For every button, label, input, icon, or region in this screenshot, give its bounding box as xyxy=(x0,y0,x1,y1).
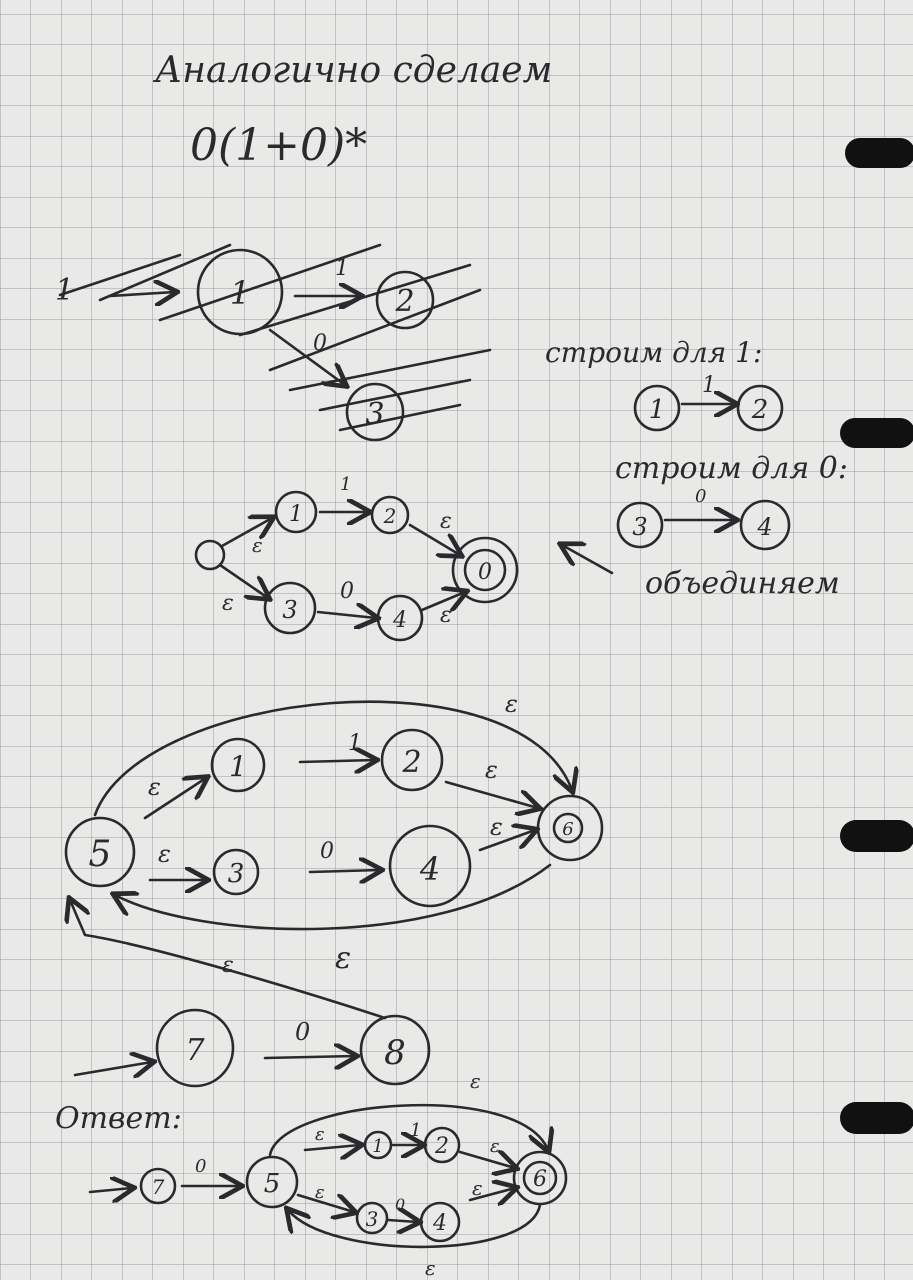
state-label: 1 xyxy=(289,502,303,527)
edge-label: 0 xyxy=(395,1195,405,1214)
edge-label: 1 xyxy=(348,731,362,756)
edge-label: 0 xyxy=(695,486,706,507)
edge-label: ε xyxy=(425,1256,436,1280)
state-label: 5 xyxy=(264,1169,281,1199)
edge-label: ε xyxy=(505,690,518,718)
state-label: 1 xyxy=(372,1136,383,1157)
regex-expression: 0(1+0)* xyxy=(190,120,367,171)
state-label: 3 xyxy=(228,859,245,889)
state-label: 3 xyxy=(282,596,297,624)
edge-label: 0 xyxy=(295,1018,310,1046)
state-circle xyxy=(345,382,405,442)
state-label: 3 xyxy=(366,1207,379,1231)
edge-label: ε xyxy=(440,509,452,534)
edge-label: ε xyxy=(470,1069,481,1093)
state-label: 2 xyxy=(394,284,414,319)
combine-caption: объединяем xyxy=(645,566,840,601)
build-for-0: строим для 0: 3 0 4 xyxy=(615,451,848,551)
state-label: 0 xyxy=(478,560,492,585)
state-label: 3 xyxy=(365,397,384,432)
edge-label: ε xyxy=(148,773,161,801)
build-1-caption: строим для 1: xyxy=(545,336,762,369)
state-label: 2 xyxy=(434,1134,449,1159)
state-circle xyxy=(375,270,435,330)
star-automaton: 5 1 2 3 4 6 1 0 ε ε ε ε ε ε xyxy=(64,690,604,976)
edge-label: ε xyxy=(315,1124,325,1145)
crossed-out-automaton: 1 1 1 2 0 3 xyxy=(55,243,492,442)
prefix-automaton: 7 8 0 ε xyxy=(70,900,431,1088)
pointer-arrow xyxy=(562,545,614,575)
start-mark: 1 xyxy=(55,273,74,308)
edge-label: 0 xyxy=(195,1156,206,1177)
state-label: 6 xyxy=(533,1167,547,1192)
edge-label: ε xyxy=(472,1176,483,1200)
build-0-caption: строим для 0: xyxy=(615,451,848,486)
state-label: 2 xyxy=(401,745,421,780)
edge-label: 1 xyxy=(335,256,349,281)
state-label: 1 xyxy=(229,750,247,783)
state-label: 4 xyxy=(419,850,440,888)
state-label: 7 xyxy=(185,1033,205,1068)
edge-label: ε xyxy=(490,813,503,841)
edge-label: 1 xyxy=(340,474,351,495)
edge-label: 0 xyxy=(340,579,354,604)
edge-label: 1 xyxy=(410,1120,421,1141)
state-label: 5 xyxy=(89,834,112,875)
edge-label: 1 xyxy=(702,373,716,398)
state-label: 1 xyxy=(649,395,666,425)
edge-label: ε xyxy=(315,1182,325,1203)
edge-label: ε xyxy=(490,1136,500,1157)
state-label: 2 xyxy=(751,395,769,425)
binder-rings xyxy=(840,138,913,1134)
edge-label: ε xyxy=(222,591,234,616)
state-label: 3 xyxy=(632,513,647,541)
page-title: Аналогично сделаем xyxy=(152,50,552,91)
edge-label: ε xyxy=(158,840,171,868)
state-label: 2 xyxy=(383,504,397,528)
edge-label: ε xyxy=(335,941,351,976)
edge-label: ε xyxy=(485,756,498,784)
edge-label: ε xyxy=(252,533,263,557)
state-label: 7 xyxy=(152,1175,165,1199)
union-automaton: 1 2 3 4 0 1 0 ε ε ε ε xyxy=(194,474,519,642)
state-label: 4 xyxy=(756,513,772,541)
state-label: 6 xyxy=(562,819,573,840)
state-label: 4 xyxy=(392,608,407,633)
state-label: 8 xyxy=(384,1033,406,1073)
edge-label: ε xyxy=(222,953,234,978)
build-for-1: строим для 1: 1 1 2 xyxy=(545,336,784,432)
edge-label: 0 xyxy=(320,839,334,864)
edge-label: ε xyxy=(440,603,452,628)
state-label: 4 xyxy=(432,1211,447,1236)
answer-label: Ответ: xyxy=(55,1101,182,1136)
answer-section: Ответ: 7 0 5 1 2 3 4 6 1 0 ε ε ε ε ε ε xyxy=(55,1069,568,1280)
